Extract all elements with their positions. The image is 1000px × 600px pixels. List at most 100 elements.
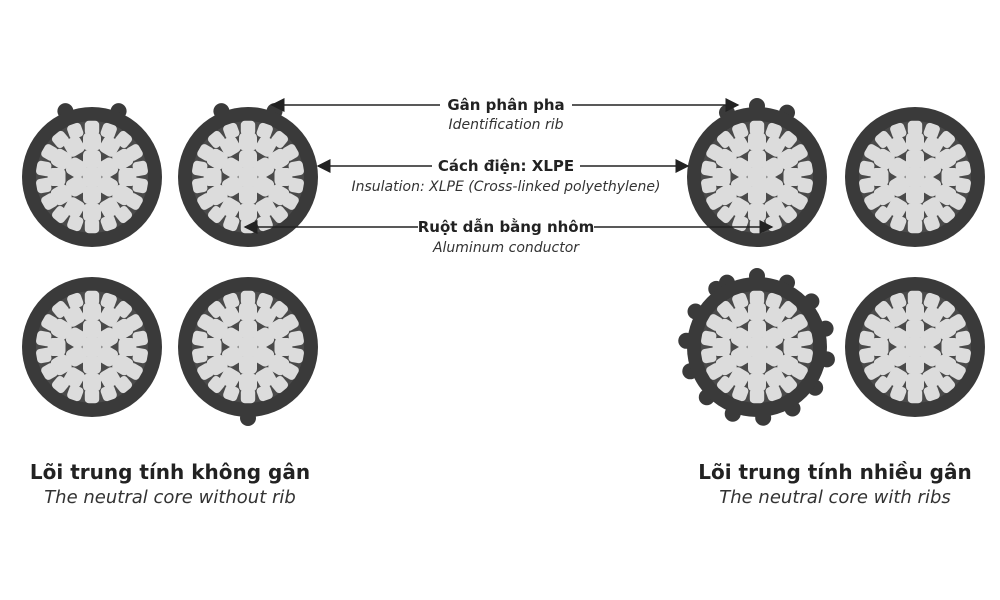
conductor-strand xyxy=(83,373,101,392)
conductor-strand xyxy=(890,122,907,140)
conductor-strand xyxy=(288,160,304,177)
conductor-strand xyxy=(716,206,735,224)
left-group-title: Lõi trung tính không gân xyxy=(29,460,311,484)
cable-left-bot-a xyxy=(22,277,162,417)
conductor-strand xyxy=(864,144,881,161)
conductor-strand xyxy=(118,338,137,356)
conductor-strand xyxy=(906,203,924,222)
conductor-strand xyxy=(221,157,243,179)
conductor-strand xyxy=(84,120,100,136)
cable-right-top-b xyxy=(845,107,985,247)
conductor-strand xyxy=(239,373,257,392)
conductor-strand xyxy=(274,338,293,356)
conductor-strand xyxy=(41,144,58,161)
conductor-strand xyxy=(779,206,798,224)
conductor-strand xyxy=(728,197,750,219)
conductor-strand xyxy=(922,367,944,389)
conductor-strand xyxy=(949,363,966,380)
conductor-strand xyxy=(920,327,942,349)
conductor-strand xyxy=(97,327,119,349)
insulation-sublabel: Insulation: XLPE (Cross-linked polyethyl… xyxy=(351,179,661,195)
conductor-strand xyxy=(732,292,749,310)
conductor-strand xyxy=(748,150,766,168)
conductor-strand xyxy=(701,177,717,194)
conductor-strand xyxy=(949,314,966,331)
conductor-strand xyxy=(732,384,749,402)
conductor-strand xyxy=(706,314,723,331)
conductor-label: Ruột dẫn bằng nhôm xyxy=(417,218,595,236)
conductor-strand xyxy=(282,363,299,380)
conductor-strand xyxy=(864,193,881,210)
conductor-strand xyxy=(126,314,143,331)
cable-right-bot-b xyxy=(845,277,985,417)
conductor-strand xyxy=(797,347,813,364)
conductor-strand xyxy=(920,157,942,179)
conductor-strand xyxy=(132,330,148,347)
conductor-strand xyxy=(114,300,133,318)
conductor-strand xyxy=(239,186,257,204)
conductor-strand xyxy=(886,367,908,389)
conductor-strand xyxy=(922,135,944,157)
conductor-strand xyxy=(874,300,893,318)
conductor-strand xyxy=(65,345,87,367)
conductor-strand xyxy=(83,132,101,151)
conductor-strand xyxy=(888,157,910,179)
conductor-strand xyxy=(255,305,277,327)
conductor-strand xyxy=(941,168,960,186)
conductor-strand xyxy=(82,167,102,187)
conductor-strand xyxy=(937,206,956,224)
conductor-strand xyxy=(890,214,907,232)
conductor-strand xyxy=(114,206,133,224)
conductor-strand xyxy=(41,363,58,380)
conductor-strand xyxy=(730,175,752,197)
conductor-strand xyxy=(126,363,143,380)
rib-sublabel: Identification rib xyxy=(448,117,564,133)
conductor-strand xyxy=(41,193,58,210)
conductor-strand xyxy=(748,373,766,392)
conductor-strand xyxy=(730,345,752,367)
conductor-strand xyxy=(253,157,275,179)
conductor-strand xyxy=(941,338,960,356)
conductor-strand xyxy=(255,197,277,219)
conductor-strand xyxy=(114,130,133,148)
conductor-strand xyxy=(870,168,889,186)
conductor-strand xyxy=(923,122,940,140)
conductor-strand xyxy=(36,177,52,194)
conductor-strand xyxy=(748,186,766,204)
conductor-strand xyxy=(100,122,117,140)
conductor-strand xyxy=(762,157,784,179)
conductor-strand xyxy=(270,130,289,148)
conductor-strand xyxy=(223,214,240,232)
conductor-strand xyxy=(955,177,971,194)
conductor-strand xyxy=(907,218,923,234)
conductor-strand xyxy=(65,327,87,349)
conductor-strand xyxy=(937,300,956,318)
conductor-strand xyxy=(197,193,214,210)
conductor-strand xyxy=(764,305,786,327)
conductor-strand xyxy=(864,363,881,380)
conductor-strand xyxy=(701,330,717,347)
conductor-strand xyxy=(99,135,121,157)
conductor-strand xyxy=(859,330,875,347)
conductor-strand xyxy=(240,388,256,404)
conductor-strand xyxy=(239,150,257,168)
conductor-strand xyxy=(748,356,766,374)
conductor-strand xyxy=(240,218,256,234)
conductor-strand xyxy=(888,175,910,197)
conductor-strand xyxy=(270,206,289,224)
conductor-strand xyxy=(864,314,881,331)
conductor-strand xyxy=(748,203,766,222)
conductor-strand xyxy=(274,168,293,186)
conductor-strand xyxy=(748,132,766,151)
conductor-strand xyxy=(219,305,241,327)
conductor-strand xyxy=(132,160,148,177)
conductor-strand xyxy=(712,168,731,186)
conductor-strand xyxy=(730,327,752,349)
conductor-strand xyxy=(100,214,117,232)
right-group-subtitle: The neutral core with ribs xyxy=(719,487,951,508)
conductor-strand xyxy=(923,214,940,232)
conductor-strand xyxy=(203,338,222,356)
conductor-strand xyxy=(905,167,925,187)
conductor-strand xyxy=(747,167,767,187)
